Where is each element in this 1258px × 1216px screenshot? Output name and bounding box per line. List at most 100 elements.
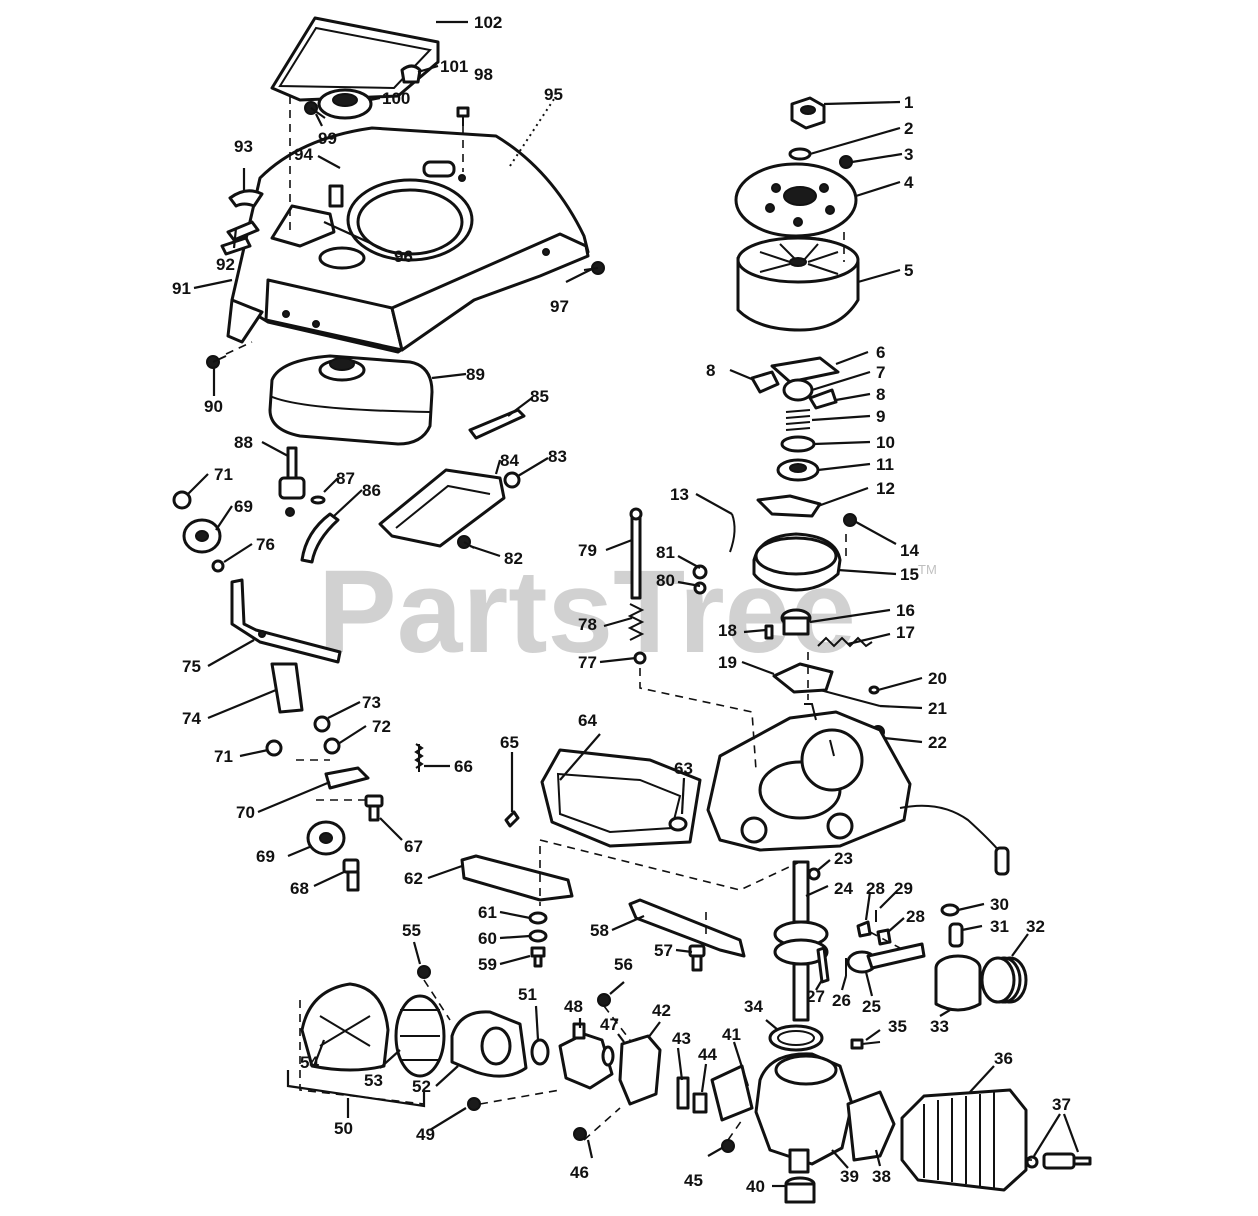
part-11-bushing xyxy=(776,458,820,482)
callout-52: 52 xyxy=(412,1077,431,1096)
part-67-bolt xyxy=(364,794,384,822)
part-28-clip-left xyxy=(856,920,872,938)
part-66-spring xyxy=(414,743,424,772)
part-60-washer xyxy=(528,929,548,943)
callout-94: 94 xyxy=(294,145,313,164)
part-69-pulley-lower xyxy=(306,820,346,856)
part-37-spark-plug xyxy=(1025,1152,1092,1170)
part-70-lever xyxy=(324,766,370,790)
callout-59: 59 xyxy=(478,955,497,974)
part-81-nut xyxy=(692,564,708,580)
part-13-spring-wire xyxy=(729,513,736,553)
callout-15: 15 xyxy=(900,565,919,584)
part-38-gasket xyxy=(846,1090,896,1162)
callout-30: 30 xyxy=(990,895,1009,914)
watermark-trademark: TM xyxy=(918,562,937,577)
callout-28-right: 28 xyxy=(906,907,925,926)
callout-33: 33 xyxy=(930,1017,949,1036)
callout-91: 91 xyxy=(172,279,191,298)
part-79-shaft xyxy=(629,507,643,600)
part-51-gasket xyxy=(530,1038,550,1066)
callout-31: 31 xyxy=(990,917,1009,936)
part-47-gasket xyxy=(601,1045,615,1067)
callout-8-left: 8 xyxy=(706,361,715,380)
callout-101: 101 xyxy=(440,57,468,76)
callout-37: 37 xyxy=(1052,1095,1071,1114)
part-12-retainer xyxy=(756,494,822,518)
callout-61: 61 xyxy=(478,903,497,922)
part-86-fuel-line xyxy=(300,512,340,564)
callout-12: 12 xyxy=(876,479,895,498)
callout-labels: 102 101 100 99 98 95 93 94 96 92 91 97 9… xyxy=(172,13,1071,1196)
part-24-crankshaft xyxy=(773,860,829,1022)
part-71-nut-upper xyxy=(172,490,192,510)
callout-40: 40 xyxy=(746,1177,765,1196)
part-45-screw xyxy=(721,1139,735,1153)
part-35-screw xyxy=(850,1038,881,1050)
callout-64: 64 xyxy=(578,711,597,730)
part-96-bracket xyxy=(270,204,336,248)
part-78-spring xyxy=(627,603,645,641)
callout-47: 47 xyxy=(600,1015,619,1034)
part-99-screw xyxy=(304,101,326,119)
part-98-screw xyxy=(456,106,470,126)
callout-92: 92 xyxy=(216,255,235,274)
callout-90: 90 xyxy=(204,397,223,416)
part-2-washer xyxy=(788,147,812,161)
callout-73: 73 xyxy=(362,693,381,712)
callout-84: 84 xyxy=(500,451,519,470)
part-58-blade-lower xyxy=(628,898,746,958)
callout-19: 19 xyxy=(718,653,737,672)
callout-75: 75 xyxy=(182,657,201,676)
part-20-pin xyxy=(868,685,880,695)
callout-85: 85 xyxy=(530,387,549,406)
callout-17: 17 xyxy=(896,623,915,642)
part-34-gasket xyxy=(768,1024,824,1052)
part-57-bolt xyxy=(688,944,706,972)
callout-13: 13 xyxy=(670,485,689,504)
part-16-plug xyxy=(780,608,812,636)
part-9-spring xyxy=(785,409,811,431)
callout-10: 10 xyxy=(876,433,895,452)
callout-14: 14 xyxy=(900,541,919,560)
part-65-pin xyxy=(504,810,520,828)
callout-23: 23 xyxy=(834,849,853,868)
callout-24: 24 xyxy=(834,879,853,898)
part-61-washer xyxy=(528,911,548,925)
callout-99: 99 xyxy=(318,129,337,148)
part-10-washer xyxy=(780,435,816,453)
callout-6: 6 xyxy=(876,343,885,362)
callout-65: 65 xyxy=(500,733,519,752)
part-53-filter xyxy=(394,994,446,1078)
callout-63: 63 xyxy=(674,759,693,778)
callout-78: 78 xyxy=(578,615,597,634)
callout-48: 48 xyxy=(564,997,583,1016)
part-31-piston-pin xyxy=(948,922,964,948)
callout-20: 20 xyxy=(928,669,947,688)
callout-36: 36 xyxy=(994,1049,1013,1068)
part-41-gasket xyxy=(710,1064,754,1122)
part-46-screw xyxy=(573,1127,587,1141)
part-100-grommet xyxy=(317,88,373,120)
part-73-nut xyxy=(313,715,331,733)
part-4-starter-cup xyxy=(734,162,858,238)
callout-80: 80 xyxy=(656,571,675,590)
callout-53: 53 xyxy=(364,1071,383,1090)
part-3-screw xyxy=(839,155,853,169)
part-32-piston-rings xyxy=(980,956,1028,1004)
callout-34: 34 xyxy=(744,997,763,1016)
part-75-control-bracket xyxy=(230,578,342,664)
part-68-bolt xyxy=(342,858,360,892)
callout-41: 41 xyxy=(722,1025,741,1044)
callout-79: 79 xyxy=(578,541,597,560)
part-1-nut xyxy=(790,96,826,130)
part-102-top-cover xyxy=(270,16,440,102)
callout-38: 38 xyxy=(872,1167,891,1186)
callout-98: 98 xyxy=(474,65,493,84)
part-8-pawl-right xyxy=(808,388,838,410)
part-19-brake-lever xyxy=(772,662,834,694)
callout-29: 29 xyxy=(894,879,913,898)
callout-8-right: 8 xyxy=(876,385,885,404)
part-94-clip xyxy=(328,184,344,208)
callout-28-left: 28 xyxy=(866,879,885,898)
